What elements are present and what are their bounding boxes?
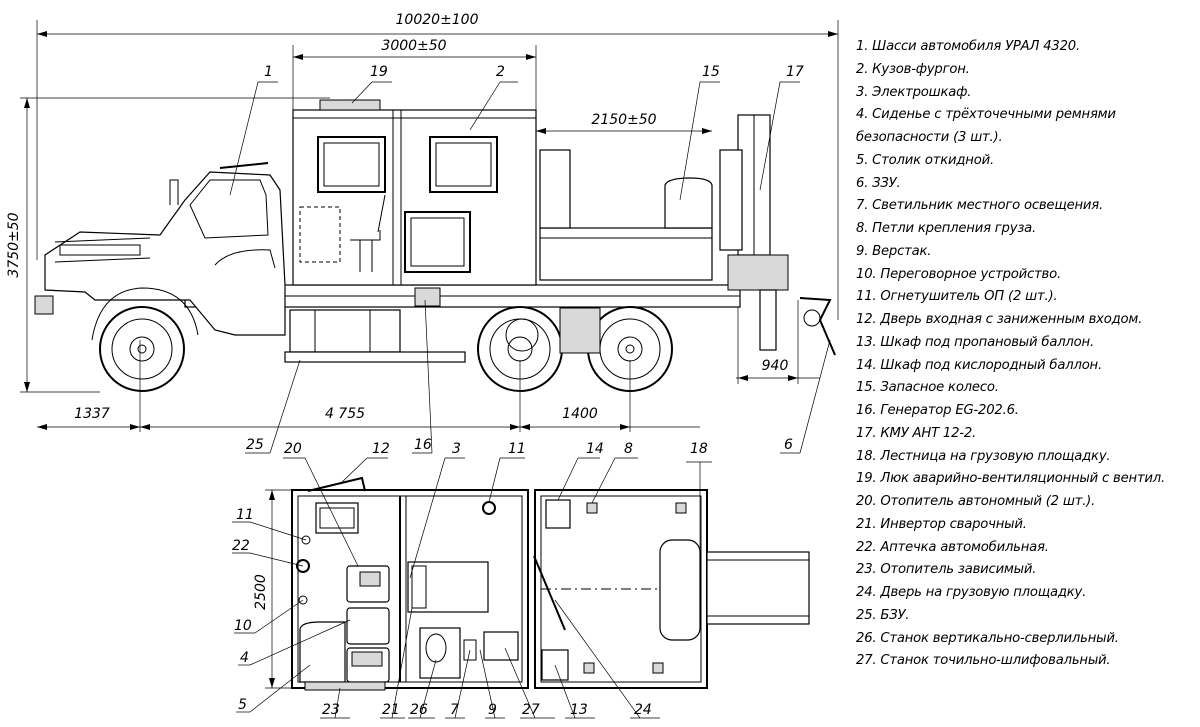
legend-item: 6. ЗЗУ. xyxy=(856,175,901,191)
callout-8: 8 xyxy=(624,441,633,457)
legend-item: 17. КМУ АНТ 12-2. xyxy=(856,425,977,441)
legend-item: 25. БЗУ. xyxy=(856,607,910,623)
legend-item: 1. Шасси автомобиля УРАЛ 4320. xyxy=(856,39,1080,54)
overall-height-label: 3750±50 xyxy=(6,212,22,277)
callout-7: 7 xyxy=(450,702,459,718)
body-length-label: 3000±50 xyxy=(381,38,446,54)
platform-length-label: 2150±50 xyxy=(591,112,656,128)
legend-item: 8. Петли крепления груза. xyxy=(856,221,1036,236)
rear-axle-spacing-label: 1400 xyxy=(562,406,598,422)
dimension-bottom-row: 1337 4 755 1400 xyxy=(37,340,700,432)
truck-side-view xyxy=(34,99,836,392)
callout-21: 21 xyxy=(382,702,400,718)
legend-item: 18. Лестница на грузовую площадку. xyxy=(856,448,1111,464)
side-callouts: 1 19 2 15 17 25 16 6 xyxy=(229,64,831,454)
legend-item: 12. Дверь входная с заниженным входом. xyxy=(856,312,1143,327)
legend-item: 9. Верстак. xyxy=(856,243,932,259)
callout-2: 2 xyxy=(496,64,505,80)
legend-item: 10. Переговорное устройство. xyxy=(856,266,1061,282)
legend-item: 11. Огнетушитель ОП (2 шт.). xyxy=(856,289,1058,305)
legend-item: 19. Люк аварийно-вентиляционный с вентил… xyxy=(856,471,1166,487)
legend-item: безопасности (3 шт.). xyxy=(856,130,1003,145)
callout-11-left: 11 xyxy=(236,507,254,523)
legend-item: 27. Станок точильно-шлифовальный. xyxy=(856,653,1111,669)
legend-item: 14. Шкаф под кислородный баллон. xyxy=(856,357,1102,373)
callout-13: 13 xyxy=(570,702,588,718)
legend-item: 21. Инвертор сварочный. xyxy=(856,516,1027,532)
dimension-rear-overhang: 940 xyxy=(736,300,820,384)
callout-14: 14 xyxy=(586,441,604,457)
callout-12: 12 xyxy=(372,441,390,457)
legend-item: 4. Сиденье с трёхточечными ремнями xyxy=(856,107,1116,123)
dimension-platform-length: 2150±50 xyxy=(536,112,712,134)
plan-view xyxy=(291,476,810,691)
callout-17: 17 xyxy=(786,64,804,80)
rear-overhang-label: 940 xyxy=(762,358,789,374)
callout-23: 23 xyxy=(322,702,340,718)
callout-10: 10 xyxy=(234,618,252,634)
front-overhang-label: 1337 xyxy=(74,406,110,422)
callout-5: 5 xyxy=(238,697,247,713)
dimension-overall-length: 10020±100 xyxy=(36,12,839,320)
legend-item: 24. Дверь на грузовую площадку. xyxy=(856,585,1087,600)
width-label: 2500 xyxy=(253,574,269,610)
legend-item: 22. Аптечка автомобильная. xyxy=(856,539,1049,555)
dimension-body-length: 3000±50 xyxy=(292,38,537,140)
callout-6: 6 xyxy=(784,437,793,453)
callout-25: 25 xyxy=(246,437,264,453)
legend-item: 2. Кузов-фургон. xyxy=(856,61,970,77)
legend-item: 5. Столик откидной. xyxy=(856,152,994,168)
callout-27: 27 xyxy=(522,702,540,718)
legend-item: 15. Запасное колесо. xyxy=(856,380,999,396)
callout-22: 22 xyxy=(232,538,250,554)
callout-19: 19 xyxy=(370,64,388,80)
callout-15: 15 xyxy=(702,64,720,80)
dimension-width: 2500 xyxy=(253,489,292,689)
legend-item: 13. Шкаф под пропановый баллон. xyxy=(856,334,1094,350)
legend-item: 20. Отопитель автономный (2 шт.). xyxy=(856,494,1096,509)
callout-24: 24 xyxy=(634,702,652,718)
callout-3: 3 xyxy=(452,441,461,457)
legend-item: 23. Отопитель зависимый. xyxy=(856,562,1037,578)
dimension-overall-height: 3750±50 xyxy=(6,97,330,393)
plan-callouts: 20 12 3 11 14 8 18 11 22 10 4 5 23 21 26… xyxy=(232,441,712,719)
legend-item: 3. Электрошкаф. xyxy=(856,84,972,100)
legend-item: 26. Станок вертикально-сверлильный. xyxy=(856,630,1119,646)
callout-26: 26 xyxy=(410,702,428,718)
parts-legend: 1. Шасси автомобиля УРАЛ 4320. 2. Кузов-… xyxy=(856,36,1196,673)
callout-4: 4 xyxy=(240,650,249,666)
callout-20: 20 xyxy=(284,441,302,457)
callout-16: 16 xyxy=(414,437,432,453)
callout-18: 18 xyxy=(690,441,708,457)
callout-11-top: 11 xyxy=(508,441,526,457)
legend-item: 16. Генератор EG-202.6. xyxy=(856,403,1019,418)
callout-1: 1 xyxy=(264,64,273,80)
wheelbase-label: 4 755 xyxy=(325,406,365,422)
legend-item: 7. Светильник местного освещения. xyxy=(856,198,1104,214)
callout-9: 9 xyxy=(488,702,497,718)
overall-length-label: 10020±100 xyxy=(396,12,479,28)
